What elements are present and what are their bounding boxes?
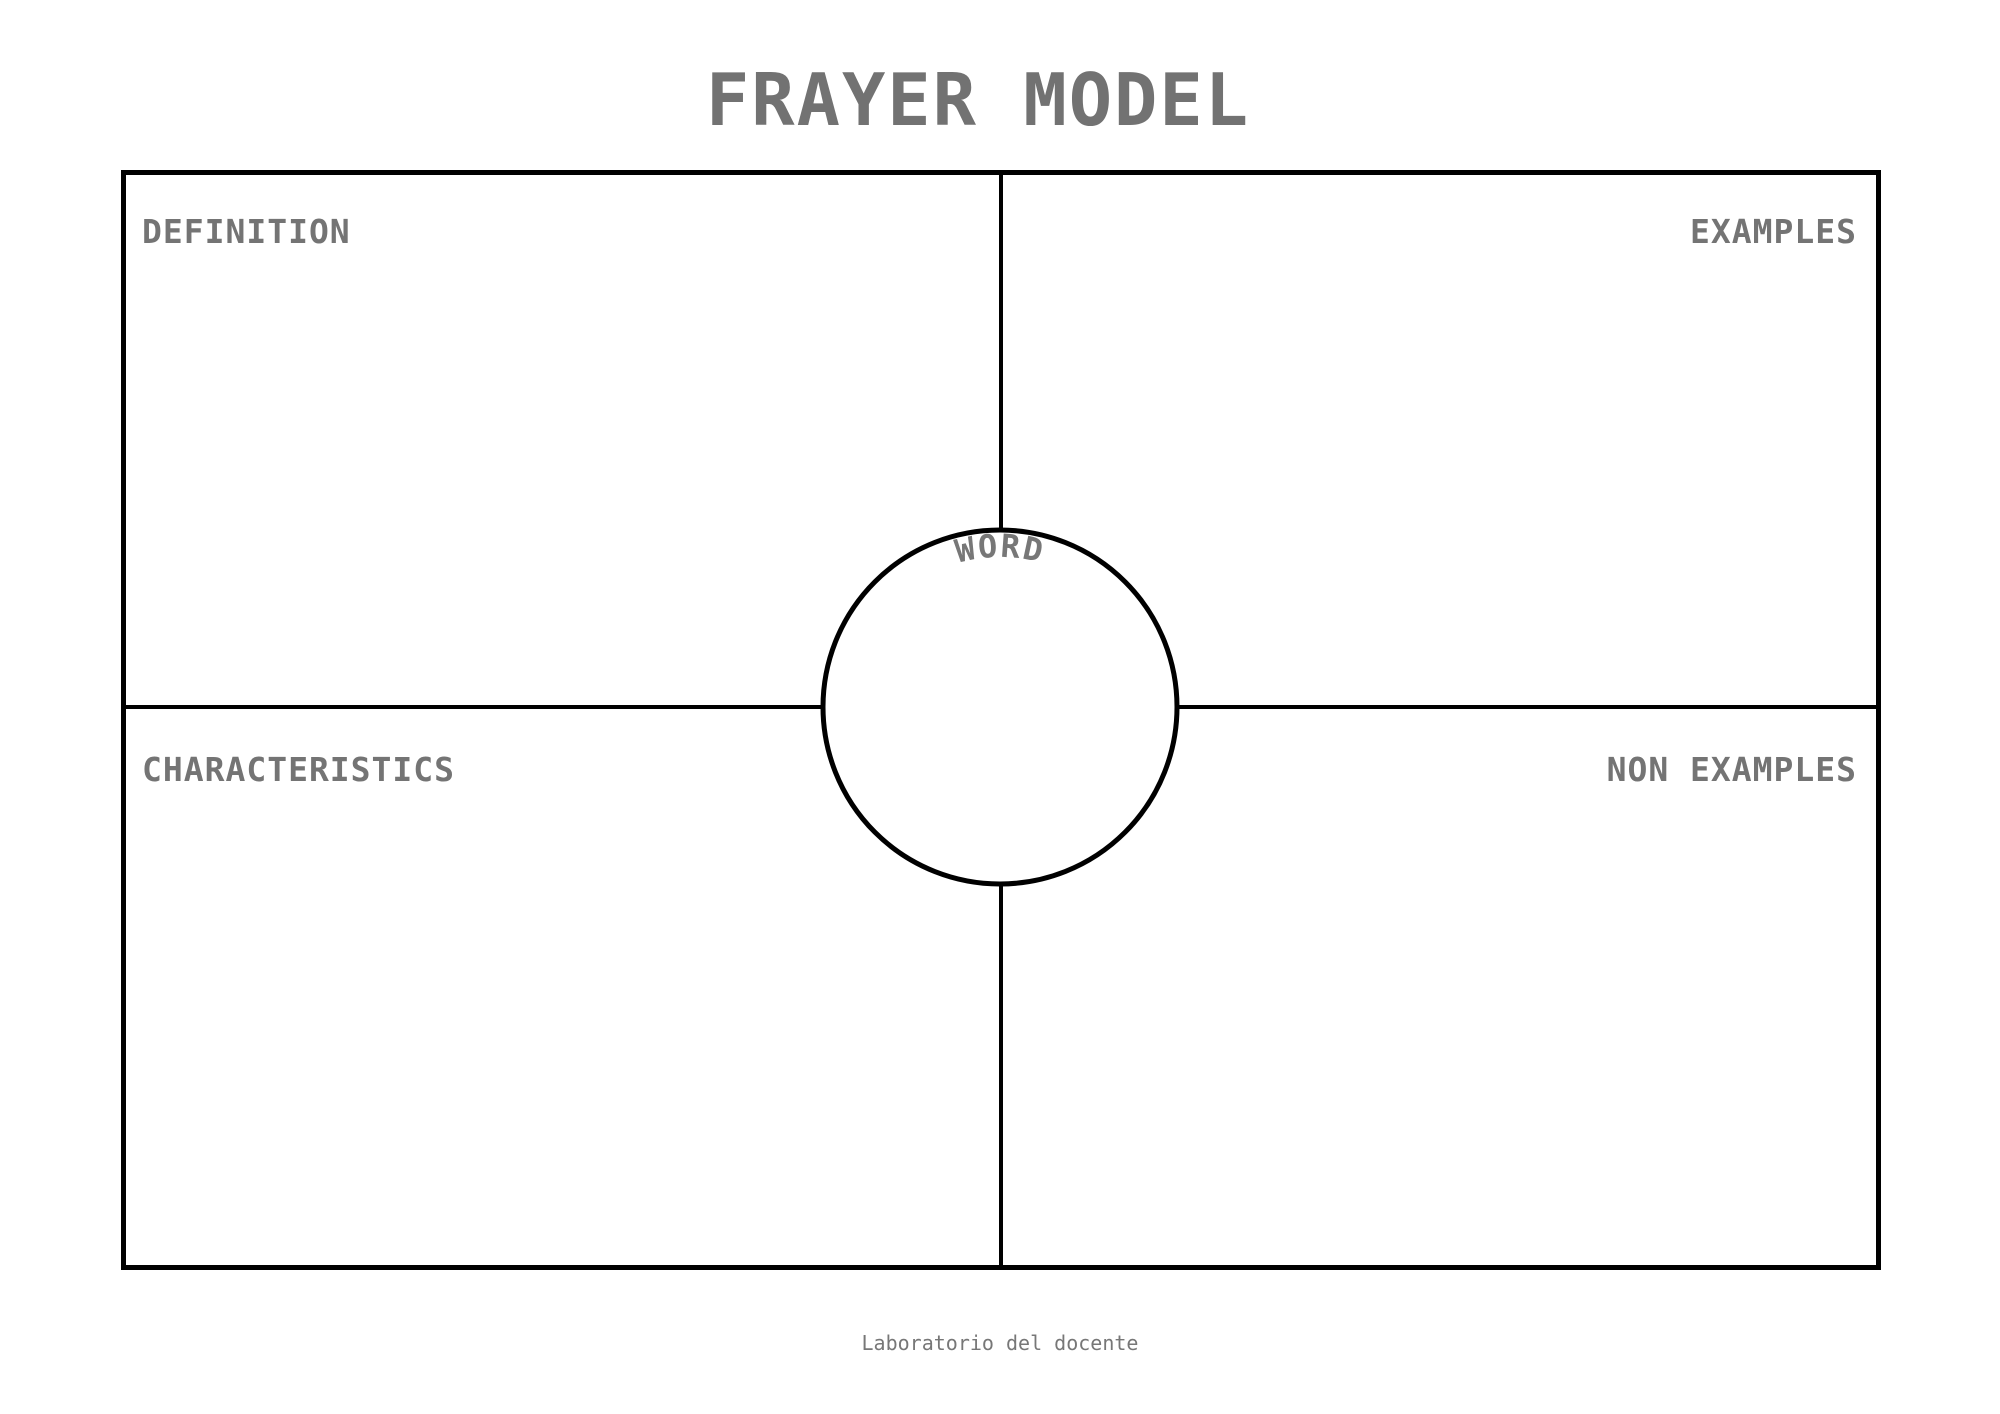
divider-horizontal-left xyxy=(123,705,823,709)
divider-vertical-bottom xyxy=(999,884,1003,1268)
page-title: FRAYER MODEL xyxy=(705,58,1251,142)
quadrant-label-characteristics: CHARACTERISTICS xyxy=(142,750,456,789)
footer-credit: Laboratorio del docente xyxy=(861,1331,1139,1355)
divider-horizontal-right xyxy=(1177,705,1879,709)
divider-vertical-top xyxy=(999,172,1003,530)
word-circle xyxy=(820,527,1180,887)
quadrant-label-non-examples: NON EXAMPLES xyxy=(1606,750,1857,789)
quadrant-label-definition: DEFINITION xyxy=(142,212,351,251)
quadrant-label-examples: EXAMPLES xyxy=(1690,212,1857,251)
